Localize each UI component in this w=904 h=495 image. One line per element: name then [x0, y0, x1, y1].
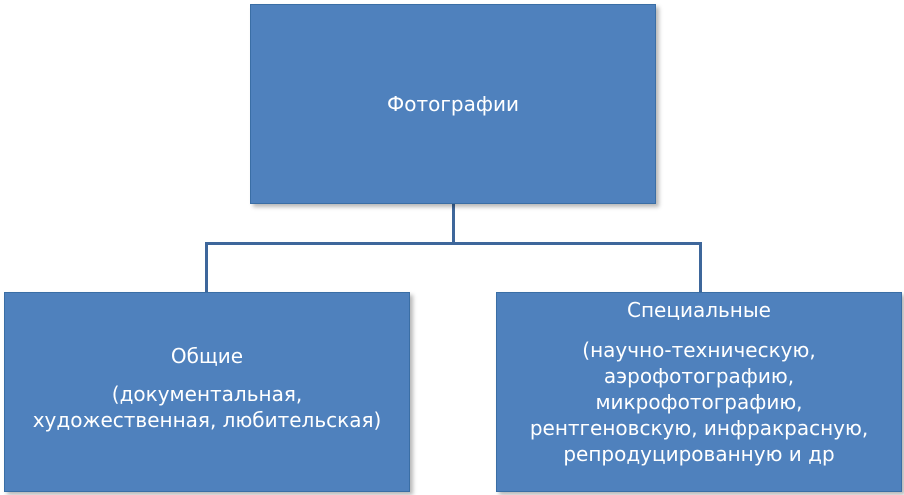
node-photographs-label: Фотографии	[387, 92, 519, 116]
node-special-detail-line: репродуцированную и др	[563, 442, 835, 466]
node-general: Общие (документальная, художественная, л…	[4, 292, 410, 492]
node-special: Специальные (научно-техническую, аэрофот…	[496, 292, 902, 492]
node-special-detail-line: (научно-техническую,	[582, 338, 816, 362]
node-special-detail-line: рентгеновскую, инфракрасную,	[529, 416, 869, 440]
node-general-detail-line: (документальная,	[111, 382, 303, 406]
node-special-detail-line: микрофотографию,	[595, 390, 803, 414]
node-photographs: Фотографии	[250, 4, 656, 204]
connector-right-down	[699, 242, 702, 292]
node-special-title: Специальные	[627, 298, 771, 322]
node-special-detail-line: аэрофотографию,	[603, 364, 795, 388]
node-special-details: (научно-техническую, аэрофотографию, мик…	[530, 337, 868, 467]
node-general-title: Общие	[170, 344, 244, 368]
node-general-detail-line: художественная, любительская)	[32, 408, 382, 432]
connector-root-down	[452, 204, 455, 244]
connector-left-down	[205, 242, 208, 292]
node-general-details: (документальная, художественная, любител…	[33, 381, 382, 433]
connector-horizontal	[205, 242, 702, 245]
